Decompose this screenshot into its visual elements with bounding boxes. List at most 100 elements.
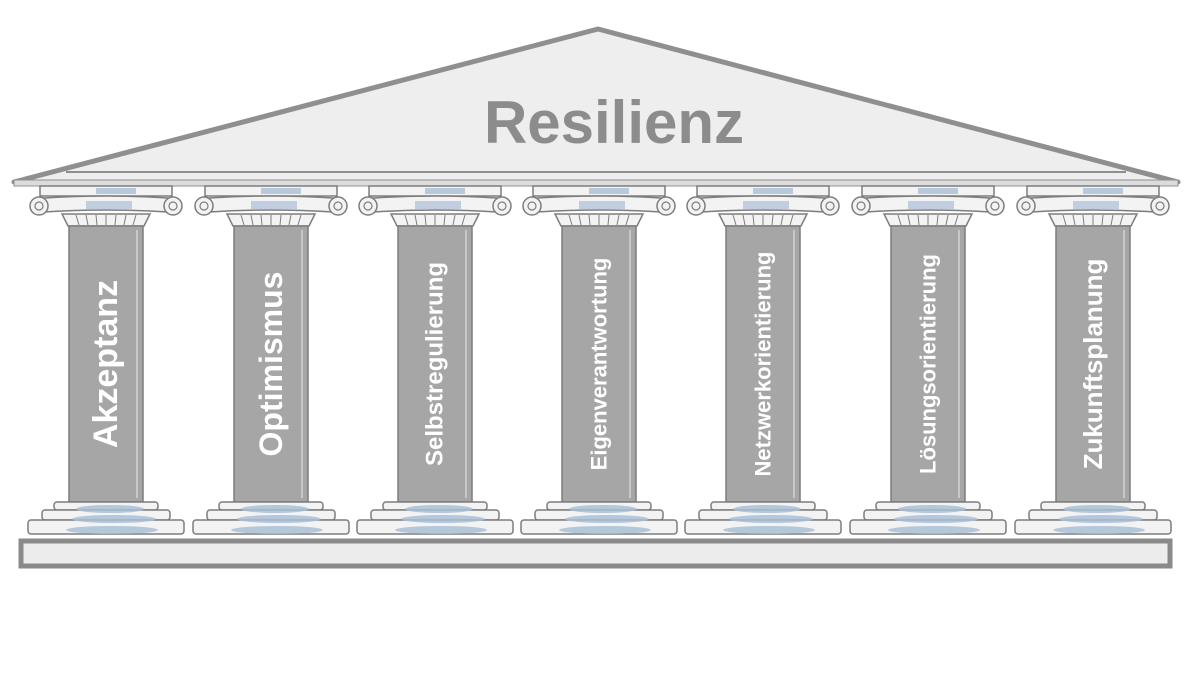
- pillar-shaft: [1055, 225, 1131, 503]
- capital-flute: [95, 214, 98, 226]
- capital-flute: [85, 214, 89, 226]
- capital-flute: [917, 214, 920, 226]
- capital-flute: [732, 214, 737, 226]
- capital-flute: [240, 214, 245, 226]
- capital-volute: [985, 196, 1005, 216]
- base-highlight: [565, 515, 649, 523]
- capital-volute-core: [691, 201, 701, 211]
- capital-volute-core: [661, 201, 671, 211]
- pillar-shaft: [890, 225, 966, 503]
- base-highlight: [231, 526, 323, 534]
- capital-volute: [163, 196, 183, 216]
- capital-flute: [907, 214, 911, 226]
- capital-highlight: [918, 188, 958, 194]
- capital-flute: [616, 214, 620, 226]
- capital-volute: [686, 196, 706, 216]
- capital-volute: [820, 196, 840, 216]
- pillar: Selbstregulierung: [356, 185, 514, 535]
- pillar: Zukunftsplanung: [1014, 185, 1172, 535]
- capital-flute: [1062, 214, 1067, 226]
- base-highlight: [395, 526, 487, 534]
- pillar: Optimismus: [192, 185, 350, 535]
- capital-highlight: [743, 201, 789, 209]
- capital-highlight: [251, 201, 297, 209]
- foundation: [18, 538, 1173, 569]
- capital-highlight: [86, 201, 132, 209]
- capital-highlight: [589, 188, 629, 194]
- capital-flute: [771, 214, 774, 226]
- capital-highlight: [425, 188, 465, 194]
- pillar-shaft: [68, 225, 144, 503]
- capital-flute: [954, 214, 959, 226]
- capital-flute: [742, 214, 746, 226]
- capital-flute: [625, 214, 630, 226]
- capital-flute: [114, 214, 117, 226]
- capital-volute-core: [168, 201, 178, 211]
- capital-volute: [1150, 196, 1170, 216]
- roof-title: Resilienz: [484, 89, 744, 156]
- capital-flute: [443, 214, 446, 226]
- capital-flute: [936, 214, 939, 226]
- capital-flute: [789, 214, 794, 226]
- base-highlight: [1059, 515, 1143, 523]
- pillar-label: Optimismus: [253, 272, 289, 457]
- base-highlight: [729, 515, 813, 523]
- capital-flute: [568, 214, 573, 226]
- capital-volute-core: [990, 201, 1000, 211]
- foundation-slab: [18, 538, 1173, 569]
- capital-volute: [358, 196, 378, 216]
- pillar-shaft: [233, 225, 309, 503]
- pillar: Netzwerkorientierung: [684, 185, 842, 535]
- capital-volute-core: [1155, 201, 1165, 211]
- capital-flute: [288, 214, 292, 226]
- capital-flute: [588, 214, 591, 226]
- capital-flute: [1072, 214, 1076, 226]
- capital-flute: [780, 214, 784, 226]
- pillar-label: Akzeptanz: [87, 280, 125, 448]
- base-highlight: [66, 526, 158, 534]
- base-highlight: [898, 505, 966, 513]
- base-highlight: [401, 515, 485, 523]
- capital-highlight: [908, 201, 954, 209]
- base-highlight: [888, 526, 980, 534]
- pillar-label: Selbstregulierung: [422, 262, 449, 466]
- base-highlight: [559, 526, 651, 534]
- capital-highlight: [753, 188, 793, 194]
- base-highlight: [894, 515, 978, 523]
- entablature: [13, 179, 1179, 187]
- base-highlight: [241, 505, 309, 513]
- capital-flute: [1082, 214, 1085, 226]
- pillar-label: Netzwerkorientierung: [751, 252, 776, 477]
- capital-flute: [461, 214, 466, 226]
- capital-volute: [194, 196, 214, 216]
- capital-highlight: [1083, 188, 1123, 194]
- capital-volute: [492, 196, 512, 216]
- base-highlight: [1053, 526, 1145, 534]
- capital-flute: [607, 214, 610, 226]
- capital-flute: [1101, 214, 1104, 226]
- capital-volute-core: [333, 201, 343, 211]
- base-highlight: [405, 505, 473, 513]
- base-highlight: [72, 515, 156, 523]
- capital-flute: [578, 214, 582, 226]
- base-highlight: [76, 505, 144, 513]
- capital-flute: [414, 214, 418, 226]
- capital-volute-core: [497, 201, 507, 211]
- capital-flute: [424, 214, 427, 226]
- capital-volute: [656, 196, 676, 216]
- capital-volute: [851, 196, 871, 216]
- pillar: Lösungsorientierung: [849, 185, 1007, 535]
- capital-volute: [328, 196, 348, 216]
- capital-volute-core: [363, 201, 373, 211]
- capital-flute: [132, 214, 137, 226]
- capital-flute: [1110, 214, 1114, 226]
- capital-flute: [945, 214, 949, 226]
- base-highlight: [237, 515, 321, 523]
- base-highlight: [569, 505, 637, 513]
- pillar-shaft: [561, 225, 637, 503]
- capital-volute-core: [1021, 201, 1031, 211]
- capital-volute-core: [199, 201, 209, 211]
- capital-flute: [123, 214, 127, 226]
